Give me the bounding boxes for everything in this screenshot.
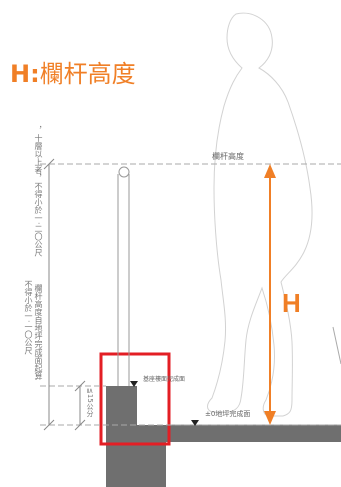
ground-slab [106, 386, 341, 487]
title-text: 欄杆高度 [39, 60, 136, 88]
floor-finish-marker [191, 420, 199, 426]
title: H:欄杆高度 [10, 54, 136, 89]
edge-detail [332, 326, 341, 365]
railing-cap [118, 166, 130, 178]
h-label: H [282, 288, 301, 318]
small-dimension-text: ≦15公分 [86, 388, 94, 417]
person-silhouette [207, 12, 313, 417]
h-arrow-bottom [264, 411, 276, 425]
left-dimension-text-3: 不得小於一·一〇公尺 [24, 280, 33, 355]
left-dimension-bottom-tick [43, 419, 55, 431]
left-dimension-text-2: 欄杆高度自地坪完成面起算 [34, 284, 43, 380]
h-arrow-top [264, 164, 276, 178]
floor-finish-label: ±0地坪完成面 [205, 410, 251, 418]
left-dimension-text-1: ，十層以上者，不得小於一·二〇公尺 [34, 126, 43, 257]
small-dimension-bottom-tick [74, 419, 86, 431]
top-finish-label: 基座樓面完成面 [143, 376, 186, 383]
top-finish-marker [130, 381, 138, 387]
left-dimension-top-tick [43, 158, 55, 170]
title-prefix: H: [10, 60, 40, 88]
railing-height-label: 欄杆高度 [212, 152, 244, 161]
base-highlight [99, 352, 171, 446]
small-dimension-top-tick [74, 380, 86, 392]
